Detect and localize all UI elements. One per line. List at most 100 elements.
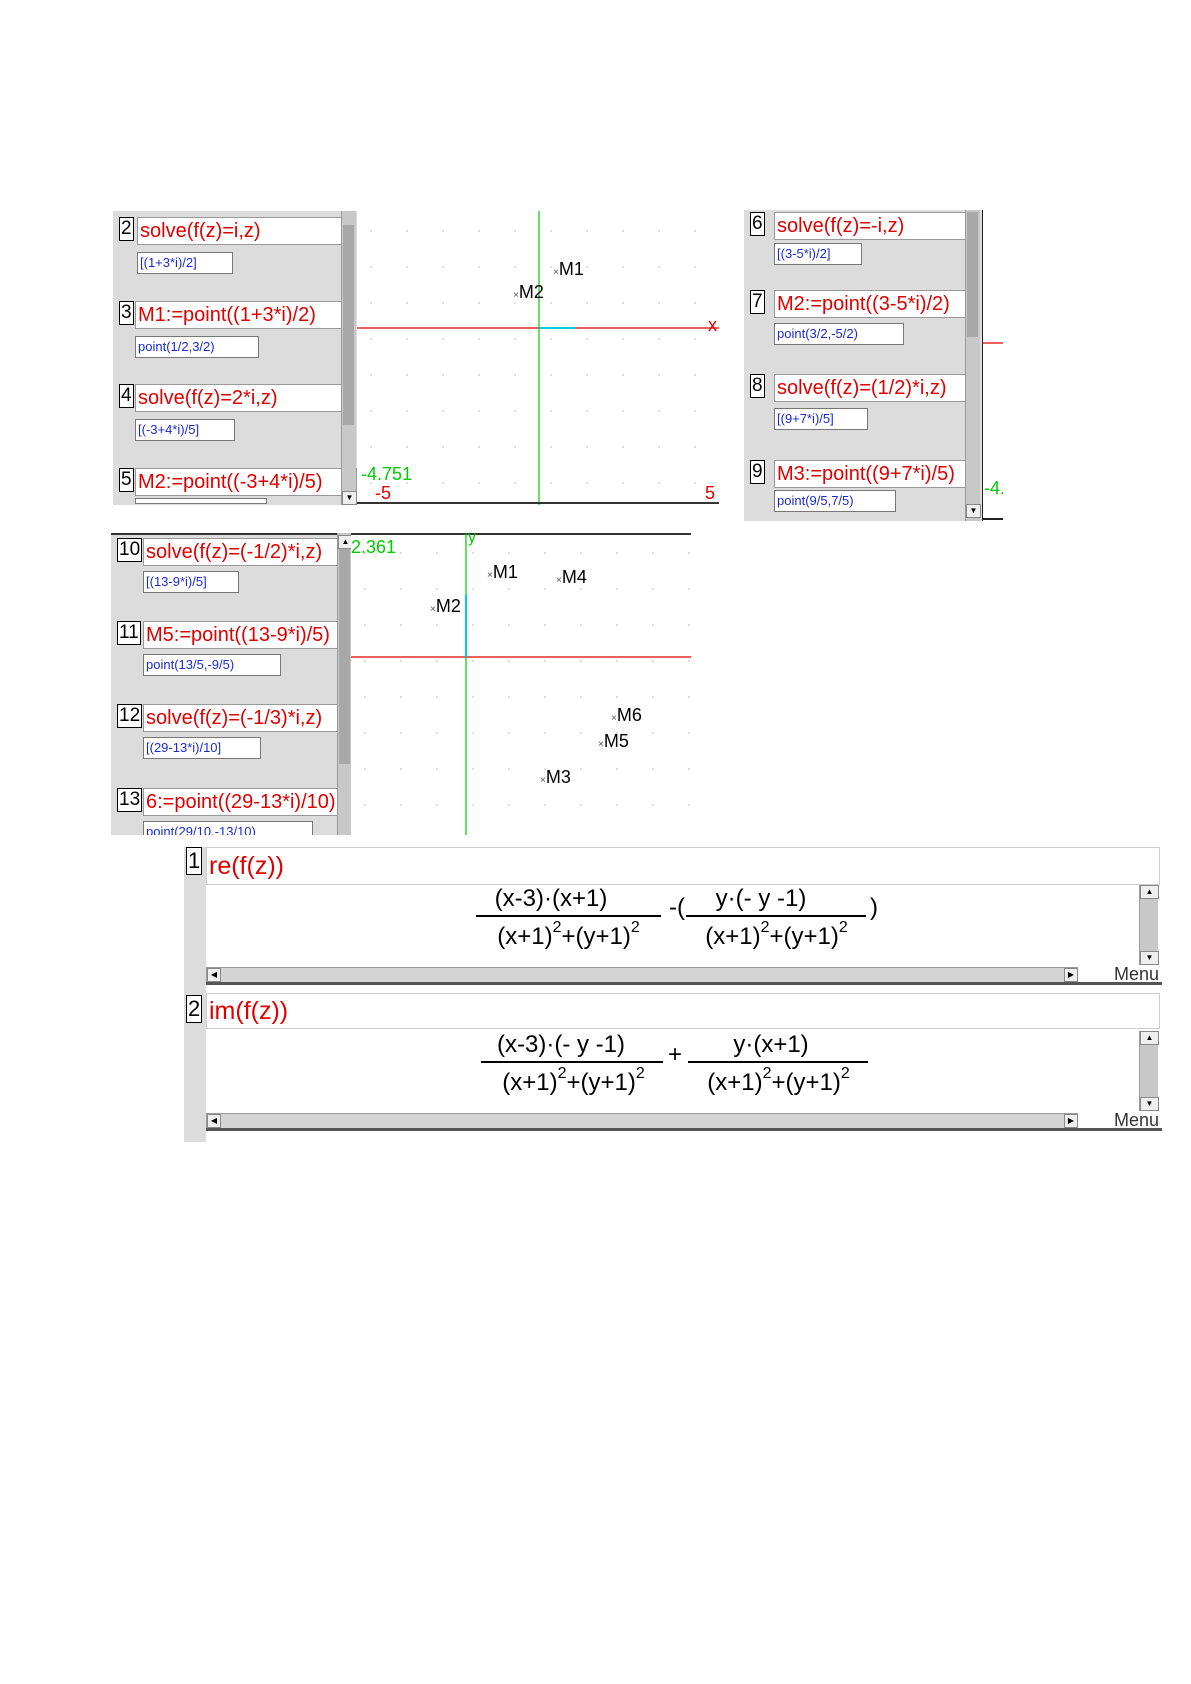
command-input[interactable]: solve(f(z)=i,z) [137,217,353,245]
entry-3[interactable]: 3 M1:=point((1+3*i)/2) point(1/2,3/2) [119,301,355,363]
command-input[interactable]: 6:=point((29-13*i)/10) [143,788,343,816]
vertical-scrollbar[interactable]: ▼ [341,211,357,505]
entry-number: 8 [750,374,765,398]
operator: + [667,1041,682,1068]
ymin-label: -4. [984,478,1003,498]
xmax-label: 5 [705,483,716,503]
entry-12[interactable]: 12 solve(f(z)=(-1/3)*i,z) [(29-13*i)/10] [117,704,345,766]
command-input[interactable]: M2:=point((-3+4*i)/5) [135,468,357,496]
down-arrow-icon[interactable]: ▼ [1140,1097,1159,1111]
result-output: point(13/5,-9/5) [143,654,281,676]
vertical-scrollbar[interactable]: ▲ ▼ [1139,885,1159,965]
result-output: point(1/2,3/2) [135,336,259,358]
graph-view-2-edge[interactable]: -4. [982,210,1003,521]
command-input[interactable]: solve(f(z)=2*i,z) [135,384,353,412]
term2-numerator: y·(x+1) [733,1031,809,1058]
horizontal-scrollbar[interactable]: ◀ ▶ [206,1113,1078,1129]
command-input[interactable]: M5:=point((13-9*i)/5) [143,621,343,649]
point-M4[interactable]: ×M4 [556,567,587,587]
horizontal-scrollbar[interactable]: ◀ ▶ [206,967,1078,983]
up-arrow-icon[interactable]: ▲ [1140,885,1159,899]
entry-number: 1 [186,847,203,875]
point-M3[interactable]: ×M3 [540,767,571,787]
result-output: [(3-5*i)/2] [774,243,862,265]
vertical-scrollbar[interactable]: ▼ [965,210,981,521]
scrollbar-thumb[interactable] [967,212,978,337]
session-panel-4: 1 re(f(z)) (x-3)·(x+1) (x+1)2+(y+1)2 -( … [184,847,1162,1142]
entry-number: 12 [117,704,143,728]
result-output [135,498,267,504]
entry-number: 13 [117,788,143,812]
point-M6[interactable]: ×M6 [611,705,642,725]
fraction-bar [481,1061,663,1063]
command-input[interactable]: im(f(z)) [206,993,1160,1029]
command-input[interactable]: M2:=point((3-5*i)/2) [774,290,972,318]
entry-6[interactable]: 6 solve(f(z)=-i,z) [(3-5*i)/2] [750,212,975,274]
entry-7[interactable]: 7 M2:=point((3-5*i)/2) point(3/2,-5/2) [750,290,975,352]
grid-dots [364,552,690,806]
ymin-label: -4.751 [361,464,413,484]
term2-numerator: y·(- y -1) [715,885,807,912]
vertical-scrollbar[interactable]: ▲ ▼ [1139,1031,1159,1111]
down-arrow-icon[interactable]: ▼ [342,491,357,505]
menu-button[interactable]: Menu [1113,964,1159,984]
point-M1[interactable]: ×M1 [487,562,518,582]
point-M5[interactable]: ×M5 [598,731,629,751]
command-input[interactable]: re(f(z)) [206,847,1160,885]
menu-button[interactable]: Menu [1113,1110,1159,1130]
entry-13[interactable]: 13 6:=point((29-13*i)/10) point(29/10,-1… [117,788,345,835]
graph-view-3[interactable]: 2.361 y ×M1 ×M4 ×M2 ×M6 ×M5 ×M3 [351,533,691,835]
scrollbar-thumb[interactable] [343,225,354,425]
graph-canvas [351,533,691,835]
graph-view-1[interactable]: x -4.751 -5 5 ×M1 ×M2 [357,211,719,505]
term2-denominator: (x+1)2+(y+1)2 [707,1065,850,1096]
entry-1[interactable]: 1 re(f(z)) (x-3)·(x+1) (x+1)2+(y+1)2 -( … [184,847,1162,985]
grid-dots [370,230,696,484]
command-input[interactable]: M3:=point((9+7*i)/5) [774,460,970,488]
graph-canvas [357,211,719,505]
formula-output: (x-3)·(x+1) (x+1)2+(y+1)2 -( y·(- y -1) … [206,885,1126,965]
point-M1[interactable]: ×M1 [553,259,584,279]
command-input[interactable]: solve(f(z)=(-1/2)*i,z) [143,538,343,566]
close-paren: ) [870,894,878,921]
entry-2[interactable]: 2 solve(f(z)=i,z) [(1+3*i)/2] [119,217,354,279]
up-arrow-icon[interactable]: ▲ [338,535,351,549]
session-panel-1: 2 solve(f(z)=i,z) [(1+3*i)/2] 3 M1:=poin… [113,211,357,505]
entry-4[interactable]: 4 solve(f(z)=2*i,z) [(-3+4*i)/5] [119,384,354,446]
scrollbar-thumb[interactable] [339,549,350,764]
term1-denominator: (x+1)2+(y+1)2 [502,1065,645,1096]
entry-number: 4 [119,384,134,408]
term1-denominator: (x+1)2+(y+1)2 [497,919,640,950]
result-output: point(3/2,-5/2) [774,323,904,345]
command-input[interactable]: solve(f(z)=(1/2)*i,z) [774,374,972,402]
fraction-bar [686,915,866,917]
right-arrow-icon[interactable]: ▶ [1064,1114,1078,1128]
entry-8[interactable]: 8 solve(f(z)=(1/2)*i,z) [(9+7*i)/5] [750,374,975,436]
entry-number: 3 [119,301,134,325]
right-arrow-icon[interactable]: ▶ [1064,968,1078,982]
vertical-scrollbar[interactable]: ▲ [337,533,351,835]
left-arrow-icon[interactable]: ◀ [207,1114,221,1128]
down-arrow-icon[interactable]: ▼ [966,504,981,518]
down-arrow-icon[interactable]: ▼ [1140,951,1159,965]
entry-separator [206,982,1162,985]
point-M2[interactable]: ×M2 [430,596,461,616]
left-gutter [184,847,206,1142]
left-arrow-icon[interactable]: ◀ [207,968,221,982]
result-output: point(29/10,-13/10) [143,821,313,835]
graph-canvas [982,210,1003,521]
entry-2[interactable]: 2 im(f(z)) (x-3)·(- y -1) (x+1)2+(y+1)2 … [184,991,1162,1131]
session-panel-3: 10 solve(f(z)=(-1/2)*i,z) [(13-9*i)/5] 1… [111,533,351,835]
entry-9[interactable]: 9 M3:=point((9+7*i)/5) point(9/5,7/5) [750,460,975,521]
entry-number: 7 [750,290,765,314]
entry-10[interactable]: 10 solve(f(z)=(-1/2)*i,z) [(13-9*i)/5] [117,538,345,600]
up-arrow-icon[interactable]: ▲ [1140,1031,1159,1045]
result-output: [(1+3*i)/2] [137,252,233,274]
command-input[interactable]: solve(f(z)=-i,z) [774,212,970,240]
command-input[interactable]: solve(f(z)=(-1/3)*i,z) [143,704,343,732]
entry-5[interactable]: 5 M2:=point((-3+4*i)/5) [119,468,357,505]
point-M2[interactable]: ×M2 [513,282,544,302]
command-input[interactable]: M1:=point((1+3*i)/2) [135,301,355,329]
entry-11[interactable]: 11 M5:=point((13-9*i)/5) point(13/5,-9/5… [117,621,345,683]
term1-numerator: (x-3)·(- y -1) [497,1031,625,1058]
